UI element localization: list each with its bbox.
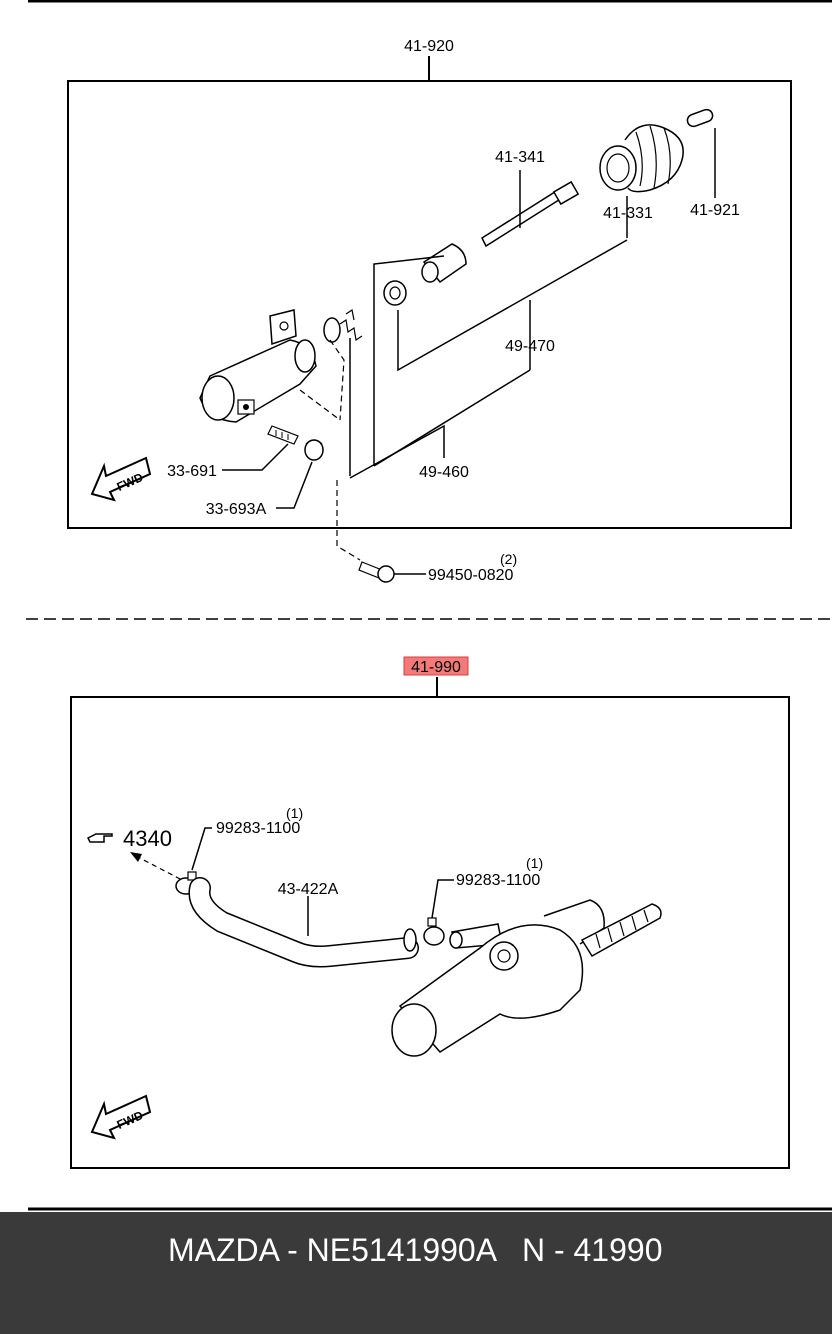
top-dashed-guides bbox=[299, 339, 345, 421]
bleeder-cap-part bbox=[276, 439, 324, 509]
boot-part bbox=[599, 124, 684, 238]
fwd-arrow-top: FWD bbox=[90, 456, 152, 502]
footer-part-number: MAZDA - NE5141990A N - 41990 bbox=[168, 1232, 663, 1268]
label-43-422a[interactable]: 43-422A bbox=[278, 881, 339, 898]
highlight-box bbox=[403, 656, 469, 676]
slave-cylinder-body bbox=[199, 309, 317, 423]
bottom-panel: 41-990 4340 99283-1100 (1) 43-422A bbox=[70, 656, 790, 1169]
bolt-qty: (2) bbox=[500, 551, 517, 567]
label-99283-1100-left[interactable]: 99283-1100 bbox=[216, 820, 300, 837]
hose-part bbox=[188, 877, 419, 968]
ref-4340: 4340 bbox=[86, 826, 183, 881]
label-41-921[interactable]: 41-921 bbox=[690, 202, 740, 219]
label-33-693a[interactable]: 33-693A bbox=[206, 501, 267, 518]
pin-part bbox=[686, 108, 716, 198]
parts-diagram: 41-920 41-921 41-331 41-341 bbox=[26, 0, 832, 1211]
label-99283-1100-right[interactable]: 99283-1100 bbox=[456, 872, 540, 889]
label-99450-0820[interactable]: 99450-0820 bbox=[428, 567, 514, 584]
footer-bar: MAZDA - NE5141990A N - 41990 bbox=[0, 1212, 832, 1334]
piston-part bbox=[421, 243, 467, 284]
label-33-691[interactable]: 33-691 bbox=[167, 463, 217, 480]
pointing-hand-icon bbox=[86, 833, 113, 843]
top-panel: 41-920 41-921 41-331 41-341 bbox=[67, 38, 792, 584]
spring-part bbox=[323, 309, 363, 476]
clamp-right-qty: (1) bbox=[526, 855, 543, 871]
bolt-part bbox=[358, 561, 426, 583]
label-41-341[interactable]: 41-341 bbox=[495, 149, 545, 166]
master-cylinder-part bbox=[391, 899, 662, 1057]
bleeder-screw-part bbox=[222, 425, 299, 471]
fwd-arrow-bottom: FWD bbox=[90, 1094, 152, 1140]
top-assembly-label[interactable]: 41-920 bbox=[404, 38, 454, 55]
bottom-panel-frame bbox=[70, 696, 790, 1169]
bolt-dashed-guide bbox=[336, 480, 361, 561]
label-41-331[interactable]: 41-331 bbox=[603, 205, 653, 222]
label-49-460[interactable]: 49-460 bbox=[419, 464, 469, 481]
clamp-right-part bbox=[423, 879, 454, 946]
clamp-left-qty: (1) bbox=[286, 805, 303, 821]
seal-cup-part bbox=[383, 280, 407, 306]
kit-brackets bbox=[349, 239, 628, 479]
push-rod-part bbox=[481, 170, 580, 248]
bottom-assembly-label[interactable]: 41-990 bbox=[411, 659, 461, 676]
label-4340[interactable]: 4340 bbox=[123, 826, 172, 851]
label-49-470[interactable]: 49-470 bbox=[505, 338, 555, 355]
